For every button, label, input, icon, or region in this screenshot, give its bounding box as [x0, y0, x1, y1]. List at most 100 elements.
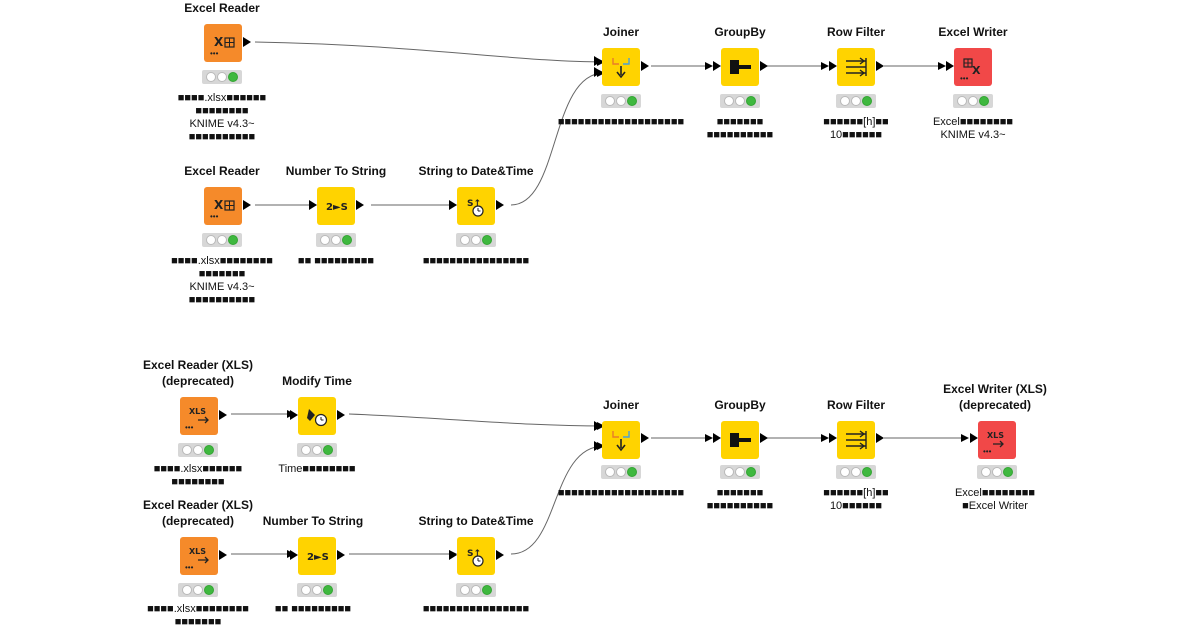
svg-text:•••: •••: [210, 212, 219, 221]
string-to-datetime-icon[interactable]: S↑: [457, 537, 495, 575]
svg-text:XLS: XLS: [189, 407, 206, 416]
modify-time-icon[interactable]: [298, 397, 336, 435]
node-annotation: ■■■■.xlsx■■■■■■■■ ■■■■■■■: [147, 603, 249, 628]
node-annotation: ■■■■.xlsx■■■■■■ ■■■■■■■■ KNIME v4.3~ ■■■…: [177, 92, 267, 143]
node-title: Excel Reader: [184, 164, 260, 178]
node-title: Excel Reader: [184, 1, 260, 15]
svg-text:S↑: S↑: [467, 549, 481, 559]
node-row-filter[interactable]: Row Filter ■■■■■■[h]■■ 10■■■■■■: [791, 397, 921, 517]
node-annotation: ■■ ■■■■■■■■■: [274, 603, 352, 615]
node-status-traffic-light: [720, 94, 760, 108]
node-string-to-datetime[interactable]: String to Date&Time S↑ ■■■■■■■■■■■■■■■■: [411, 163, 541, 273]
node-annotation: ■■ ■■■■■■■■■: [297, 255, 375, 267]
row-filter-icon[interactable]: [837, 48, 875, 86]
node-status-traffic-light: [953, 94, 993, 108]
node-title: Number To String: [262, 514, 364, 528]
node-excel-writer[interactable]: Excel Writer X••• Excel■■■■■■■■ KNIME v4…: [908, 24, 1038, 144]
node-annotation: ■■■■■■■■■■■■■■■■■■■: [557, 487, 685, 499]
node-annotation: Time■■■■■■■■: [278, 463, 356, 475]
node-annotation: ■■■■■■■■■■■■■■■■: [422, 603, 530, 615]
svg-text:2►S: 2►S: [326, 202, 348, 213]
node-number-to-string[interactable]: Number To String 2►S ■■ ■■■■■■■■■: [248, 513, 378, 623]
node-title: Row Filter: [826, 398, 885, 412]
node-number-to-string[interactable]: Number To String 2►S ■■ ■■■■■■■■■: [271, 163, 401, 273]
excel-writer-xls-icon[interactable]: XLS •••: [978, 421, 1016, 459]
node-status-traffic-light: [297, 443, 337, 457]
excel-reader-icon[interactable]: X•••: [204, 187, 242, 225]
svg-text:X: X: [972, 64, 981, 77]
number-to-string-icon[interactable]: 2►S: [298, 537, 336, 575]
excel-writer-icon[interactable]: X•••: [954, 48, 992, 86]
excel-reader-xls-icon[interactable]: XLS •••: [180, 537, 218, 575]
node-excel-reader-xls[interactable]: Excel Reader (XLS) (deprecated) XLS ••• ■…: [133, 497, 263, 637]
node-status-traffic-light: [836, 94, 876, 108]
node-title: Excel Reader (XLS) (deprecated): [142, 358, 254, 388]
svg-text:XLS: XLS: [189, 547, 206, 556]
node-status-traffic-light: [316, 233, 356, 247]
node-title: Joiner: [602, 25, 639, 39]
svg-text:•••: •••: [960, 74, 969, 83]
node-string-to-datetime[interactable]: String to Date&Time S↑ ■■■■■■■■■■■■■■■■: [411, 513, 541, 623]
svg-text:•••: •••: [210, 49, 219, 58]
node-joiner[interactable]: Joiner ■■■■■■■■■■■■■■■■■■■: [556, 397, 686, 507]
node-title: GroupBy: [714, 25, 766, 39]
node-title: GroupBy: [714, 398, 766, 412]
node-title: Excel Writer: [938, 25, 1008, 39]
node-status-traffic-light: [202, 70, 242, 84]
node-title: Joiner: [602, 398, 639, 412]
node-status-traffic-light: [456, 233, 496, 247]
string-to-datetime-icon[interactable]: S↑: [457, 187, 495, 225]
node-excel-reader[interactable]: Excel Reader X••• ■■■■.xlsx■■■■■■■■ ■■■■…: [157, 163, 287, 313]
svg-text:•••: •••: [185, 423, 194, 432]
row-filter-icon[interactable]: [837, 421, 875, 459]
number-to-string-icon[interactable]: 2►S: [317, 187, 355, 225]
svg-text:S↑: S↑: [467, 199, 481, 209]
node-status-traffic-light: [720, 465, 760, 479]
node-groupby[interactable]: GroupBy ■■■■■■■ ■■■■■■■■■■: [675, 24, 805, 144]
excel-reader-xls-icon[interactable]: XLS •••: [180, 397, 218, 435]
node-title: Excel Reader (XLS) (deprecated): [142, 498, 254, 528]
svg-text:XLS: XLS: [987, 431, 1004, 440]
node-annotation: ■■■■■■■ ■■■■■■■■■■: [706, 487, 774, 512]
node-excel-reader[interactable]: Excel Reader X••• ■■■■.xlsx■■■■■■ ■■■■■■…: [157, 0, 287, 150]
node-status-traffic-light: [601, 465, 641, 479]
node-annotation: ■■■■■■■■■■■■■■■■■■■: [557, 116, 685, 128]
node-excel-reader-xls[interactable]: Excel Reader (XLS) (deprecated) XLS ••• ■…: [133, 357, 263, 497]
node-title: Excel Writer (XLS) (deprecated): [943, 382, 1047, 412]
excel-reader-icon[interactable]: X•••: [204, 24, 242, 62]
node-status-traffic-light: [178, 443, 218, 457]
node-title: String to Date&Time: [418, 164, 534, 178]
node-status-traffic-light: [202, 233, 242, 247]
node-status-traffic-light: [178, 583, 218, 597]
groupby-icon[interactable]: [721, 48, 759, 86]
groupby-icon[interactable]: [721, 421, 759, 459]
node-annotation: Excel■■■■■■■■ ■Excel Writer: [954, 487, 1036, 512]
svg-text:•••: •••: [185, 563, 194, 572]
node-annotation: Excel■■■■■■■■ KNIME v4.3~: [932, 116, 1014, 141]
node-title: String to Date&Time: [418, 514, 534, 528]
node-status-traffic-light: [456, 583, 496, 597]
node-modify-time[interactable]: Modify Time Time■■■■■■■■: [252, 373, 382, 483]
node-annotation: ■■■■■■[h]■■ 10■■■■■■: [823, 487, 889, 512]
svg-text:•••: •••: [983, 447, 992, 456]
joiner-icon[interactable]: [602, 421, 640, 459]
node-title: Modify Time: [282, 374, 352, 388]
node-excel-writer-xls[interactable]: Excel Writer (XLS) (deprecated) XLS ••• E…: [930, 381, 1060, 521]
node-annotation: ■■■■■■[h]■■ 10■■■■■■: [823, 116, 889, 141]
node-title: Row Filter: [826, 25, 885, 39]
node-annotation: ■■■■■■■■■■■■■■■■: [422, 255, 530, 267]
node-row-filter[interactable]: Row Filter ■■■■■■[h]■■ 10■■■■■■: [791, 24, 921, 144]
node-title: Number To String: [285, 164, 387, 178]
node-joiner[interactable]: Joiner ■■■■■■■■■■■■■■■■■■■: [556, 24, 686, 134]
node-status-traffic-light: [977, 465, 1017, 479]
svg-text:X: X: [214, 198, 224, 212]
connection-wire[interactable]: [254, 41, 605, 66]
svg-text:2►S: 2►S: [307, 552, 329, 563]
joiner-icon[interactable]: [602, 48, 640, 86]
node-groupby[interactable]: GroupBy ■■■■■■■ ■■■■■■■■■■: [675, 397, 805, 517]
node-status-traffic-light: [297, 583, 337, 597]
node-annotation: ■■■■.xlsx■■■■■■ ■■■■■■■■: [153, 463, 243, 488]
node-annotation: ■■■■■■■ ■■■■■■■■■■: [706, 116, 774, 141]
node-status-traffic-light: [601, 94, 641, 108]
